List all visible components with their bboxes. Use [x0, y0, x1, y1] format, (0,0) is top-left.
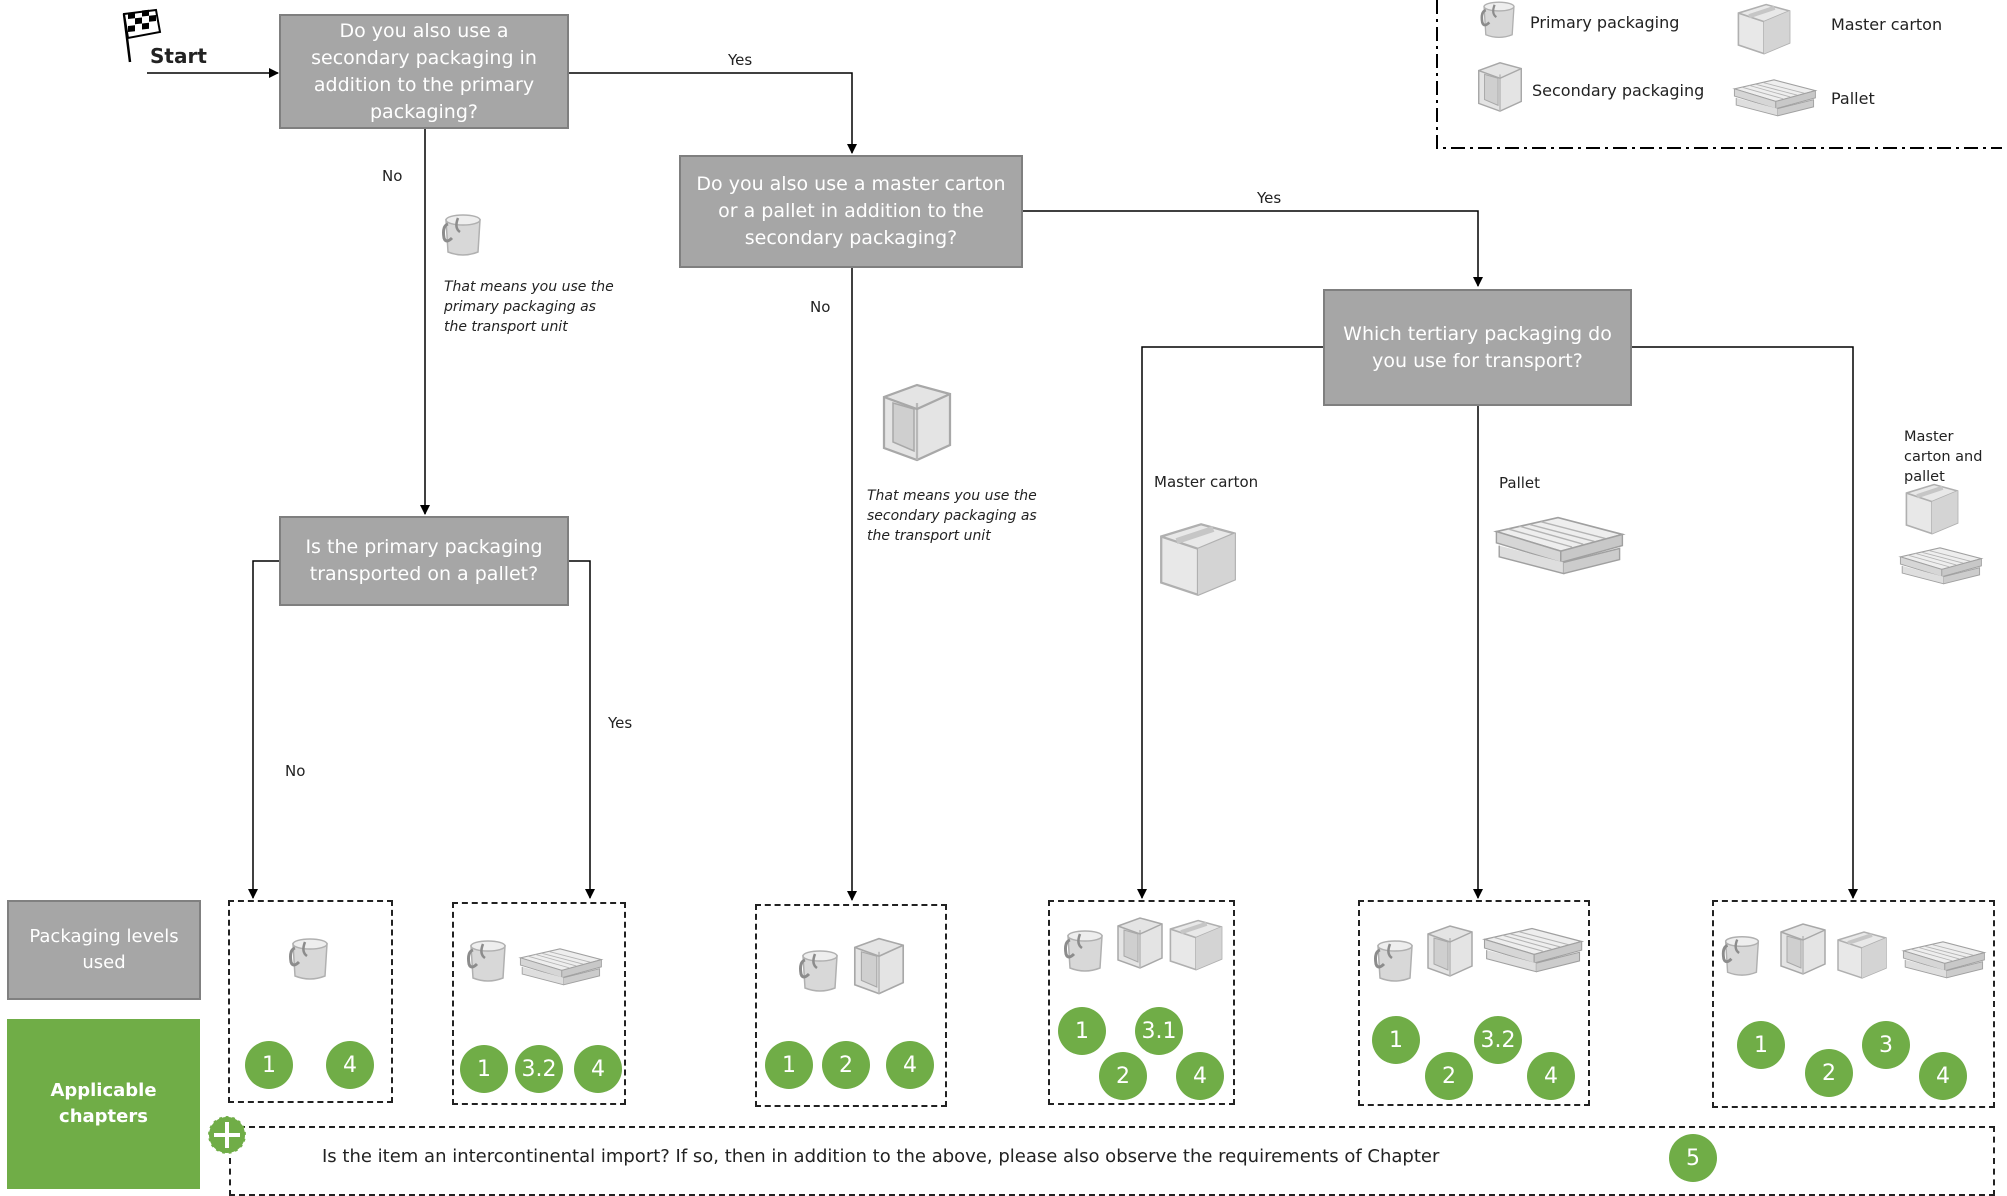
- pallet-icon: [1488, 512, 1628, 579]
- result-master-carton: [1048, 900, 1235, 1105]
- secondary-box-icon: [846, 932, 912, 1002]
- branch-label-master-carton-and-pallet: Master carton and pallet: [1904, 429, 1983, 485]
- secondary-box-icon: [1420, 920, 1480, 984]
- edge-label-yes-q4: Yes: [608, 714, 633, 732]
- flag-icon: [118, 6, 166, 68]
- chapter-chip: 4: [1527, 1052, 1575, 1100]
- result-primary-pallet: [452, 902, 626, 1105]
- note-secondary-transport-unit: That means you use the secondary packagi…: [867, 488, 1037, 544]
- chapter-chip: 4: [326, 1041, 374, 1089]
- chapter-chip: 1: [1737, 1021, 1785, 1069]
- result-primary-secondary: [755, 904, 947, 1107]
- question-master-carton-or-pallet: Do you also use a master carton or a pal…: [679, 155, 1023, 268]
- chapter-chip: 1: [1372, 1016, 1420, 1064]
- secondary-box-icon: [1471, 57, 1529, 119]
- pallet-icon: [1478, 924, 1586, 977]
- question-secondary-packaging: Do you also use a secondary packaging in…: [279, 14, 569, 129]
- chapter-chip: 4: [886, 1041, 934, 1089]
- edge-label-yes-q2: Yes: [1257, 189, 1282, 207]
- edge-label-no-q1: No: [382, 167, 403, 185]
- branch-label-pallet: Pallet: [1499, 474, 1541, 492]
- legend-pallet: Pallet: [1831, 89, 1875, 108]
- applicable-chapters-label: Applicable chapters: [7, 1019, 200, 1189]
- chapter-chip: 2: [1425, 1052, 1473, 1100]
- bucket-icon: [1477, 0, 1521, 44]
- master-carton-icon: [1832, 924, 1892, 988]
- bucket-icon: [1370, 934, 1420, 988]
- bucket-icon: [795, 944, 845, 998]
- chapter-chip: 3.1: [1135, 1007, 1183, 1055]
- result-master-carton-and-pallet: [1712, 900, 1995, 1108]
- legend-primary-packaging: Primary packaging: [1530, 13, 1680, 32]
- edge-label-no-q4: No: [285, 762, 306, 780]
- master-carton-icon: [1164, 912, 1228, 980]
- chapter-chip: 1: [1058, 1007, 1106, 1055]
- question-primary-on-pallet: Is the primary packaging transported on …: [279, 516, 569, 606]
- chapter-chip: 4: [1919, 1052, 1967, 1100]
- secondary-box-icon: [1110, 912, 1170, 976]
- chapter-chip-5: 5: [1669, 1134, 1717, 1182]
- pallet-icon: [1729, 76, 1819, 121]
- bucket-icon: [1060, 924, 1110, 978]
- result-primary-only: [228, 900, 393, 1103]
- legend-secondary-packaging: Secondary packaging: [1532, 81, 1705, 100]
- chapter-chip: 1: [245, 1041, 293, 1089]
- pallet-icon: [1898, 938, 1988, 983]
- bucket-icon: [438, 208, 488, 262]
- chapter-chip: 3.2: [515, 1045, 563, 1093]
- chapter-chip: 1: [765, 1041, 813, 1089]
- chapter-chip: 3: [1862, 1021, 1910, 1069]
- plus-icon[interactable]: [205, 1113, 249, 1161]
- legend-master-carton: Master carton: [1831, 15, 1943, 34]
- chapter-chip: 4: [574, 1045, 622, 1093]
- master-carton-icon: [1900, 476, 1964, 544]
- master-carton-icon: [1152, 512, 1244, 608]
- start-label: Start: [150, 44, 207, 68]
- note-primary-transport-unit: That means you use the primary packaging…: [444, 279, 614, 335]
- question-tertiary-packaging: Which tertiary packaging do you use for …: [1323, 289, 1632, 406]
- master-carton-icon: [1732, 0, 1796, 64]
- secondary-box-icon: [872, 376, 962, 470]
- edge-label-yes-q1: Yes: [728, 51, 753, 69]
- chapter-chip: 2: [1805, 1049, 1853, 1097]
- branch-label-master-carton: Master carton: [1154, 473, 1259, 491]
- chapter-chip: 3.2: [1474, 1016, 1522, 1064]
- secondary-box-icon: [1773, 918, 1833, 982]
- bucket-icon: [463, 934, 513, 988]
- chapter-chip: 2: [1099, 1052, 1147, 1100]
- chapter-chip: 4: [1176, 1052, 1224, 1100]
- result-pallet: [1358, 900, 1590, 1106]
- bucket-icon: [285, 932, 335, 986]
- packaging-levels-label: Packaging levels used: [7, 900, 201, 1000]
- chapter-chip: 1: [460, 1045, 508, 1093]
- pallet-icon: [515, 945, 605, 990]
- chapter-chip: 2: [822, 1041, 870, 1089]
- bucket-icon: [1718, 930, 1766, 982]
- footer-question: Is the item an intercontinental import? …: [322, 1146, 1440, 1167]
- edge-label-no-q2: No: [810, 298, 831, 316]
- pallet-icon: [1895, 544, 1985, 589]
